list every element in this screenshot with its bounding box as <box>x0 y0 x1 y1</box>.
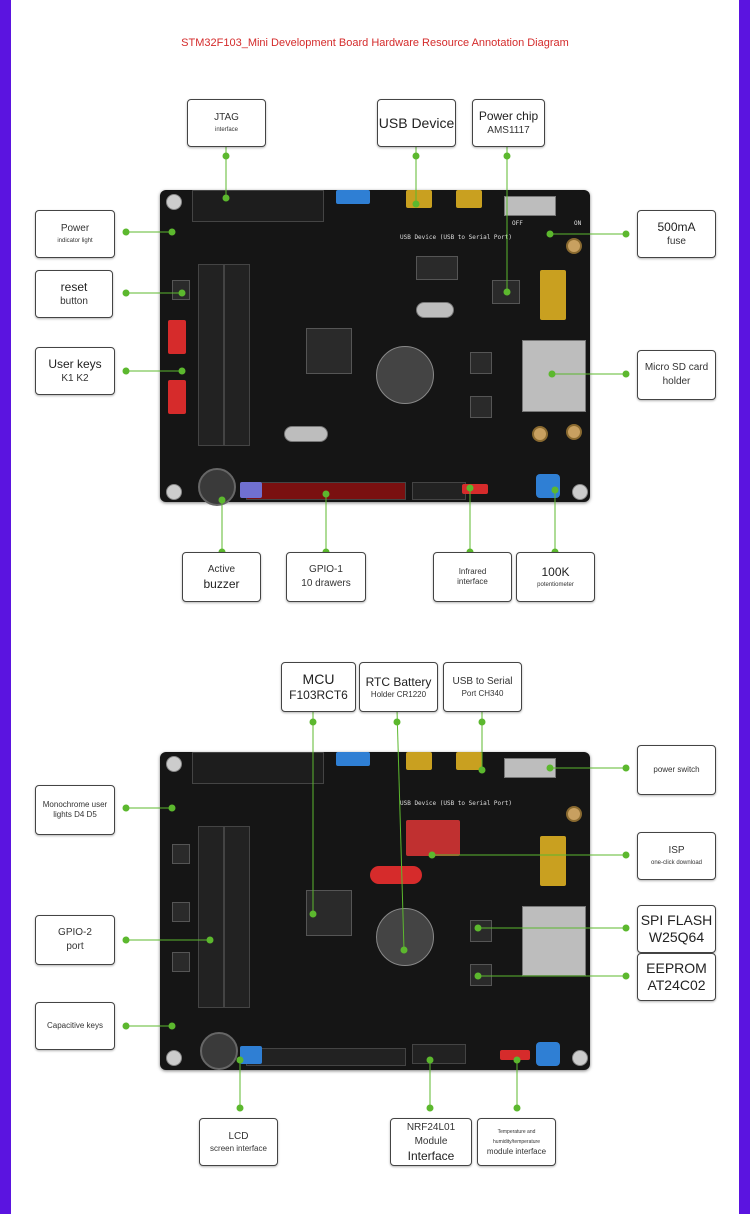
callout-power-switch: power switch <box>637 745 716 795</box>
mini-badge <box>540 270 566 320</box>
bottom-board: USB Device (USB to Serial Port) <box>160 752 590 1070</box>
mount-hole-3 <box>532 426 548 442</box>
usb-connector-3 <box>406 752 432 770</box>
ch340-chip <box>416 256 458 280</box>
user-key-k2[interactable] <box>168 380 186 414</box>
infrared-header <box>462 484 488 494</box>
lcd-header <box>246 1048 406 1066</box>
callout-capacitive: Capacitive keys <box>35 1002 115 1050</box>
screw-4 <box>166 756 182 772</box>
key-a[interactable] <box>172 844 190 864</box>
potentiometer[interactable] <box>536 474 560 498</box>
battery-holder <box>376 346 434 404</box>
gpio2-left <box>198 826 224 1008</box>
mount-hole-4 <box>566 806 582 822</box>
sd-card-slot[interactable] <box>522 340 586 412</box>
gpio2-right <box>224 826 250 1008</box>
usb-label: USB Device (USB to Serial Port) <box>400 234 512 241</box>
sd-card-slot-2[interactable] <box>522 906 586 976</box>
flash-chip-2 <box>470 920 492 942</box>
usb-connector-4 <box>456 752 482 770</box>
mini-badge-2 <box>540 836 566 886</box>
usb-connector-2 <box>456 190 482 208</box>
jtag-header-2 <box>192 752 324 784</box>
key-c[interactable] <box>172 952 190 972</box>
jtag-header <box>192 190 324 222</box>
callout-usb-device: USB Device <box>377 99 456 147</box>
potentiometer-2[interactable] <box>536 1042 560 1066</box>
isp-chip <box>406 820 460 856</box>
screw-6 <box>572 1050 588 1066</box>
page-title: STM32F103_Mini Development Board Hardwar… <box>181 37 569 49</box>
screw-1 <box>166 194 182 210</box>
off-label: OFF <box>512 220 523 227</box>
battery-holder-2 <box>376 908 434 966</box>
mcu-chip <box>306 328 352 374</box>
temp-header <box>500 1050 530 1060</box>
mount-hole-1 <box>566 238 582 254</box>
jumper-blue-2 <box>336 752 370 766</box>
eeprom-chip-2 <box>470 964 492 986</box>
mcu-chip-2 <box>306 890 352 936</box>
ams1117 <box>492 280 520 304</box>
user-key-k1[interactable] <box>168 320 186 354</box>
key-b[interactable] <box>172 902 190 922</box>
crystal <box>416 302 454 318</box>
flash-chip <box>470 352 492 374</box>
usb-connector-1 <box>406 190 432 208</box>
power-switch-2[interactable] <box>504 758 556 778</box>
nrf-header-2 <box>412 1044 466 1064</box>
screw-5 <box>166 1050 182 1066</box>
gpio-right-header <box>224 264 250 446</box>
buzzer <box>198 468 236 506</box>
jumper-blue <box>336 190 370 204</box>
buzzer-2 <box>200 1032 238 1070</box>
power-switch-body[interactable] <box>504 196 556 216</box>
screw-2 <box>572 484 588 500</box>
crystal-red <box>370 866 422 884</box>
mount-hole-2 <box>566 424 582 440</box>
crystal-2 <box>284 426 328 442</box>
gpio1-header <box>246 482 406 500</box>
lcd-jumper <box>240 1046 262 1064</box>
reset-button[interactable] <box>172 280 190 300</box>
buzzer-jumper <box>240 482 262 498</box>
gpio-left-header <box>198 264 224 446</box>
nrf-header <box>412 482 466 500</box>
on-label: ON <box>574 220 582 227</box>
eeprom-chip <box>470 396 492 418</box>
usb-label-2: USB Device (USB to Serial Port) <box>400 800 512 807</box>
top-board: USB Device (USB to Serial Port) OFF ON <box>160 190 590 506</box>
screw-3 <box>166 484 182 500</box>
